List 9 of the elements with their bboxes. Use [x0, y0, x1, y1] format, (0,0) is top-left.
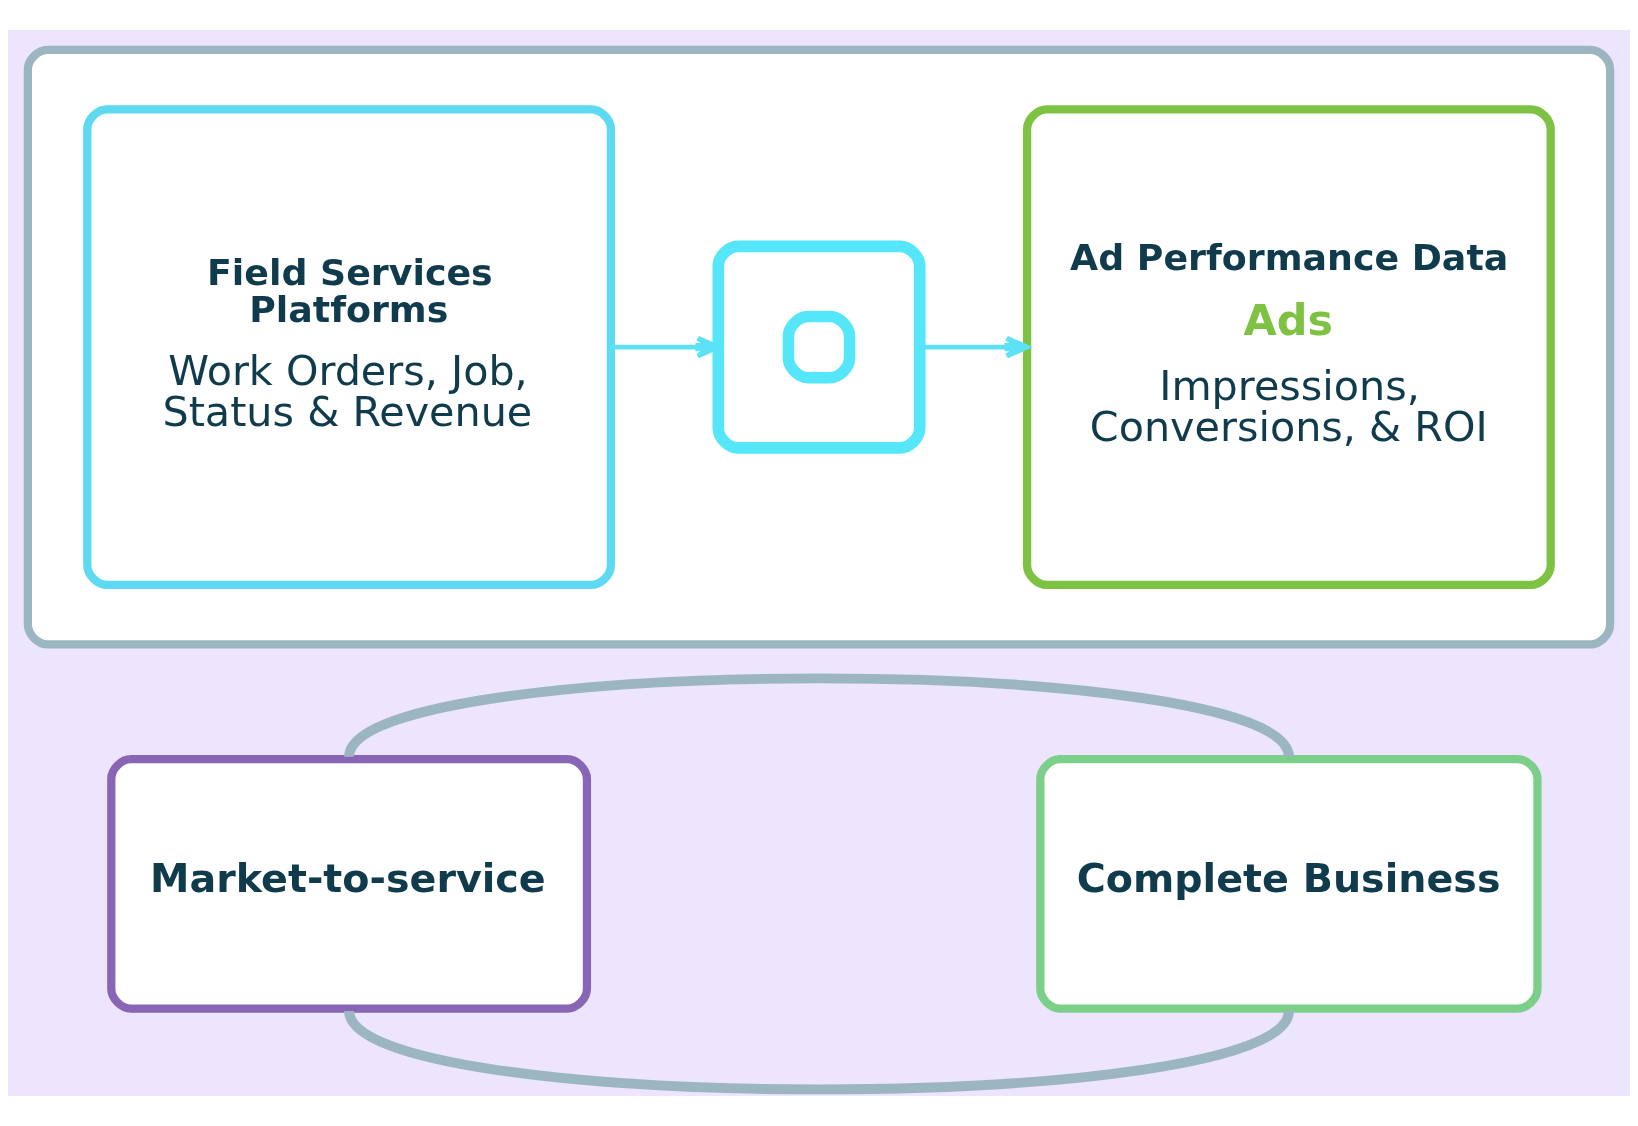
arrow	[611, 335, 721, 359]
node-picture	[712, 240, 926, 454]
connector	[345, 673, 1293, 760]
node-box: Complete Business	[1036, 755, 1542, 1013]
arrow	[920, 335, 1030, 359]
node-box: Ad Performance Data Ads Impressions, Conversions, & ROI	[1022, 105, 1555, 590]
node-box: Field Services Platforms Work Orders, Job, Status & Revenue	[83, 105, 615, 590]
node-box: Market-to-service	[107, 755, 592, 1013]
connector	[345, 1008, 1293, 1095]
